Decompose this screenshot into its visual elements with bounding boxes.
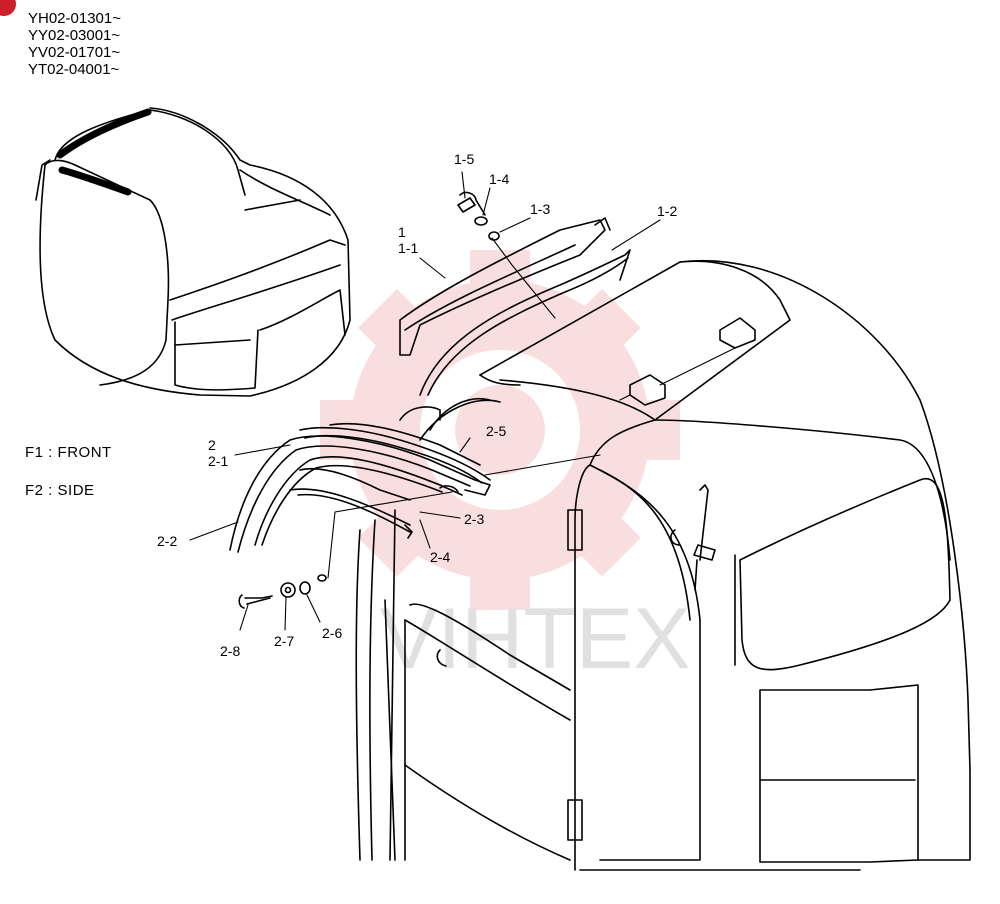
callout-2-8: 2-8 bbox=[220, 643, 240, 659]
callout-1-3: 1-3 bbox=[530, 201, 550, 217]
callout-2-5: 2-5 bbox=[486, 423, 506, 439]
watermark-text: VIHTEX bbox=[380, 591, 691, 687]
legend-front: F1 : FRONT bbox=[25, 444, 112, 461]
front-trim-assembly bbox=[399, 191, 631, 396]
serial-range: YH02-01301~ bbox=[28, 10, 121, 27]
callout-2-6: 2-6 bbox=[322, 625, 342, 641]
callout-2-1: 2-1 bbox=[208, 453, 228, 469]
legend-code: F2 bbox=[25, 482, 44, 499]
callout-2-7: 2-7 bbox=[274, 633, 294, 649]
serial-range: YT02-04001~ bbox=[28, 61, 120, 78]
callout-1-1: 1-1 bbox=[398, 240, 418, 256]
callout-2-4: 2-4 bbox=[430, 549, 450, 565]
callout-1-5: 1-5 bbox=[454, 151, 474, 167]
cab-thumbnail bbox=[35, 107, 351, 397]
callout-2: 2 bbox=[208, 437, 216, 453]
corner-badge bbox=[0, 0, 16, 16]
side-trim-assembly bbox=[229, 422, 491, 609]
callout-1-2: 1-2 bbox=[657, 203, 677, 219]
legend-label: FRONT bbox=[57, 444, 112, 461]
legend-code: F1 bbox=[25, 444, 44, 461]
leader-lines bbox=[189, 171, 661, 631]
serial-range: YV02-01701~ bbox=[28, 44, 121, 61]
cab-body bbox=[355, 259, 971, 871]
serial-range-list: YH02-01301~ YY02-03001~ YV02-01701~ YT02… bbox=[28, 10, 121, 78]
serial-range: YY02-03001~ bbox=[28, 27, 121, 44]
callout-1-4: 1-4 bbox=[489, 171, 509, 187]
callout-2-3: 2-3 bbox=[464, 511, 484, 527]
callout-1: 1 bbox=[398, 224, 406, 240]
legend-side: F2 : SIDE bbox=[25, 482, 95, 499]
legend-label: SIDE bbox=[57, 482, 95, 499]
callout-2-2: 2-2 bbox=[157, 533, 177, 549]
callout-labels: 1 1-1 1-2 1-3 1-4 1-5 2 2-1 2-2 2-3 2-4 … bbox=[157, 151, 677, 659]
